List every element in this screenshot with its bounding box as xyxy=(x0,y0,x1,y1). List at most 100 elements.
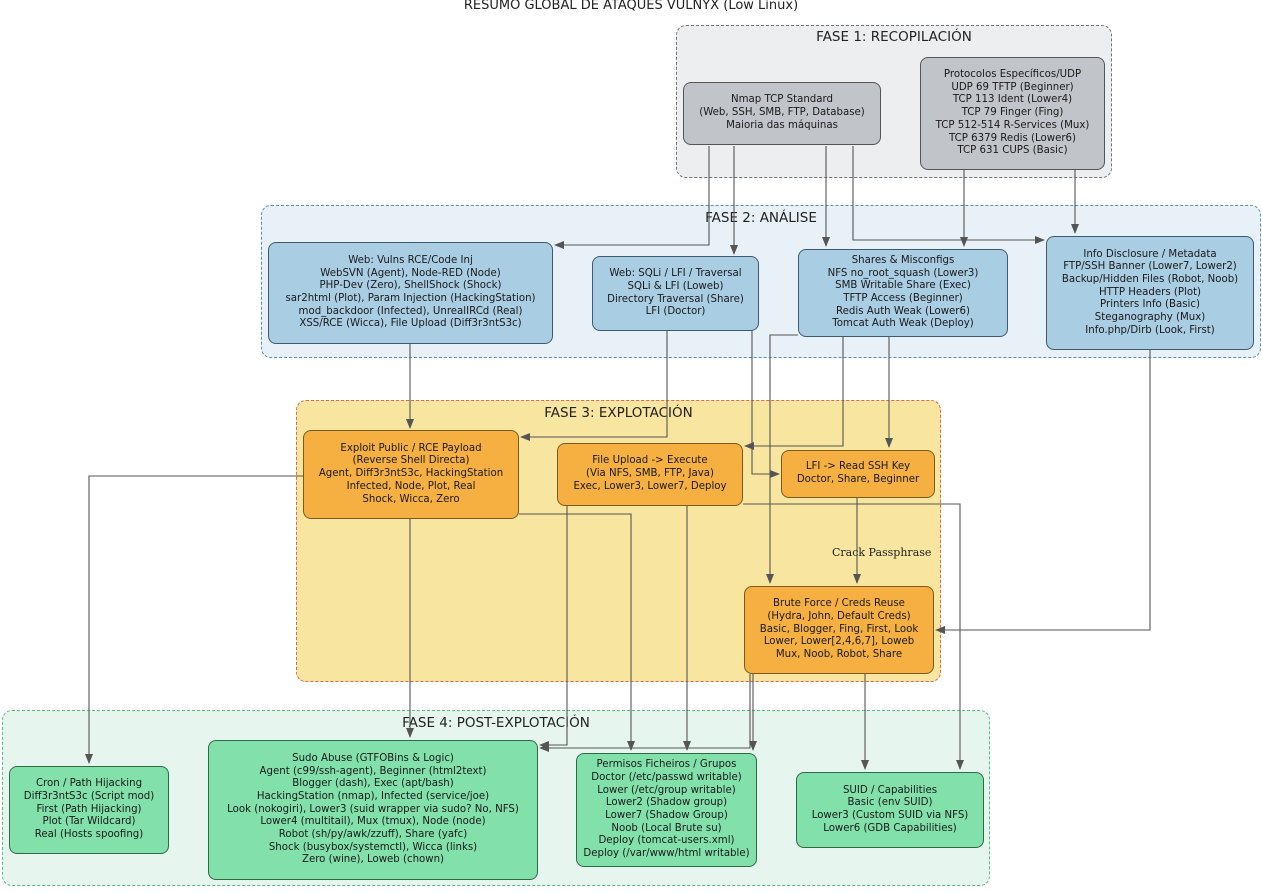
node-proto-line: TCP 512-514 R-Services (Mux) xyxy=(935,119,1090,131)
node-webrce-line: sar2html (Plot), Param Injection (Hackin… xyxy=(285,293,536,304)
node-sudo-line: Zero (wine), Loweb (chown) xyxy=(301,854,445,866)
node-perms-line: Doctor (/etc/passwd writable) xyxy=(591,771,742,783)
node-cron-line: Cron / Path Hijacking xyxy=(35,778,143,790)
node-upload-line: Exec, Lower3, Lower7, Deploy xyxy=(573,480,727,492)
node-proto-line: Protocolos Específicos/UDP xyxy=(943,69,1082,81)
node-proto-line: UDP 69 TFTP (Beginner) xyxy=(951,81,1074,93)
node-webrce-line: Web: Vulns RCE/Code Inj xyxy=(348,254,473,266)
node-exploit-line: Agent, Diff3r3ntS3c, HackingStation xyxy=(318,468,504,480)
node-sudo-line: Sudo Abuse (GTFOBins & Logic) xyxy=(292,752,454,764)
node-exploit-line: Exploit Public / RCE Payload xyxy=(340,442,482,454)
node-cron-line: Plot (Tar Wildcard) xyxy=(42,816,136,828)
connector-shares-to-brute xyxy=(766,334,798,584)
node-shares-line: TFTP Access (Beginner) xyxy=(843,293,963,304)
phase-1-label: FASE 1: RECOPILACIÓN xyxy=(816,29,972,45)
node-websqli-line: SQLi & LFI (Loweb) xyxy=(627,280,724,292)
node-upload-line: File Upload -> Execute xyxy=(592,455,708,467)
edge-label-crack-passphrase: Crack Passphrase xyxy=(832,546,932,559)
node-shares-line: Tomcat Auth Weak (Deploy) xyxy=(832,318,974,330)
connector-exploit-to-cron xyxy=(85,475,303,764)
node-info-line: FTP/SSH Banner (Lower7, Lower2) xyxy=(1063,261,1237,273)
node-sudo-line: Robot (sh/py/awk/zzuff), Share (yafc) xyxy=(278,829,468,841)
node-sudo-line: Agent (c99/ssh-agent), Beginner (html2te… xyxy=(259,765,487,777)
node-info-line: Info Disclosure / Metadata xyxy=(1083,248,1217,260)
node-proto-line: TCP 631 CUPS (Basic) xyxy=(957,145,1068,157)
node-perms-line: Lower7 (Shadow Group) xyxy=(605,810,728,821)
node-sudo-line: Blogger (dash), Exec (apt/bash) xyxy=(292,778,454,790)
node-lfissh-line: LFI -> Read SSH Key xyxy=(805,461,911,473)
node-perms-line: Deploy (/var/www/html writable) xyxy=(583,848,750,860)
node-upload-line: (Via NFS, SMB, FTP, Java) xyxy=(585,468,714,480)
node-cron-line: First (Path Hijacking) xyxy=(36,803,142,815)
node-info-line: Info.php/Dirb (Look, First) xyxy=(1085,324,1215,336)
node-perms-line: Permisos Ficheiros / Grupos xyxy=(596,759,737,771)
phase-3-label: FASE 3: EXPLOTACIÓN xyxy=(544,405,693,421)
connector-shares-to-upload xyxy=(744,337,844,450)
node-nmap-line: (Web, SSH, SMB, FTP, Database) xyxy=(699,107,865,119)
diagram-title: RESUMO GLOBAL DE ATAQUES VULNYX (Low Lin… xyxy=(463,0,799,13)
node-exploit: Exploit Public / RCE Payload(Reverse She… xyxy=(303,430,519,519)
node-nmap-line: Maioria das máquinas xyxy=(726,119,838,131)
node-shares-line: Shares & Misconfigs xyxy=(851,254,955,266)
node-exploit-line: Infected, Node, Plot, Real xyxy=(346,480,476,492)
node-sudo-line: Shock (busybox/systemctl), Wicca (links) xyxy=(268,841,478,853)
node-proto-line: TCP 79 Finger (Fing) xyxy=(961,107,1064,119)
node-webrce-line: XSS/RCE (Wicca), File Upload (Diff3r3ntS… xyxy=(299,318,522,330)
node-perms-line: Lower (/etc/group writable) xyxy=(597,784,736,796)
node-perms-line: Noob (Local Brute su) xyxy=(611,822,722,834)
node-sudo-line: Lower4 (multitail), Mux (tmux), Node (no… xyxy=(260,816,486,828)
node-cron-line: Real (Hosts spoofing) xyxy=(34,829,144,841)
connector-websqli-to-exploit xyxy=(520,331,668,441)
node-sudo-line: Look (nokogiri), Lower3 (suid wrapper vi… xyxy=(227,803,519,815)
node-nmap: Nmap TCP Standard(Web, SSH, SMB, FTP, Da… xyxy=(683,82,881,145)
node-perms-line: Lower2 (Shadow group) xyxy=(605,797,728,809)
node-shares-line: Redis Auth Weak (Lower6) xyxy=(836,305,970,317)
node-webrce-line: PHP-Dev (Zero), ShellShock (Shock) xyxy=(319,280,502,292)
node-info-line: Backup/Hidden Files (Robot, Noob) xyxy=(1061,273,1239,285)
node-shares-line: NFS no_root_squash (Lower3) xyxy=(827,267,979,279)
connector-brute-to-sudo xyxy=(539,674,751,752)
connector-websqli-to-lfissh xyxy=(751,331,780,478)
node-exploit-line: (Reverse Shell Directa) xyxy=(352,455,470,467)
node-brute-line: Basic, Blogger, Fing, First, Look xyxy=(759,623,919,635)
node-perms-line: Deploy (tomcat-users.xml) xyxy=(598,835,735,847)
node-websqli-line: LFI (Doctor) xyxy=(645,306,706,318)
node-webrce-line: WebSVN (Agent), Node-RED (Node) xyxy=(320,267,501,279)
node-webrce-line: mod_backdoor (Infected), UnrealIRCd (Rea… xyxy=(298,305,523,317)
node-info-line: Steganography (Mux) xyxy=(1094,312,1206,324)
node-upload: File Upload -> Execute(Via NFS, SMB, FTP… xyxy=(557,443,743,506)
node-websqli-line: Web: SQLi / LFI / Traversal xyxy=(609,268,742,280)
node-info-line: HTTP Headers (Plot) xyxy=(1098,286,1202,298)
connector-upload-to-sudo xyxy=(539,506,568,749)
node-exploit-line: Shock, Wicca, Zero xyxy=(362,493,460,505)
node-brute-line: Lower, Lower[2,4,6,7], Loweb xyxy=(763,636,915,648)
node-brute-line: Mux, Noob, Robot, Share xyxy=(775,649,903,661)
node-suid-line: Basic (env SUID) xyxy=(847,797,933,809)
node-lfissh-line: Doctor, Share, Beginner xyxy=(796,474,920,485)
node-sudo: Sudo Abuse (GTFOBins & Logic)Agent (c99/… xyxy=(208,740,538,880)
connector-exploit-to-perms xyxy=(519,513,635,751)
connector-upload-to-suid xyxy=(743,503,964,770)
node-suid-line: Lower3 (Custom SUID via NFS) xyxy=(811,810,969,821)
connector-nmap-to-info xyxy=(852,146,1045,244)
connector-info-to-brute xyxy=(935,350,1151,634)
node-proto-line: TCP 6379 Redis (Lower6) xyxy=(949,132,1076,144)
node-websqli-line: Directory Traversal (Share) xyxy=(607,293,744,305)
connector-nmap-to-webrce xyxy=(554,146,710,249)
phase-2-label: FASE 2: ANÁLISE xyxy=(705,210,817,226)
node-suid-line: Lower6 (GDB Capabilities) xyxy=(823,822,957,834)
node-info-line: Printers Info (Basic) xyxy=(1100,299,1200,311)
node-sudo-line: HackingStation (nmap), Infected (service… xyxy=(256,790,490,802)
node-brute-line: Brute Force / Creds Reuse xyxy=(773,598,905,610)
